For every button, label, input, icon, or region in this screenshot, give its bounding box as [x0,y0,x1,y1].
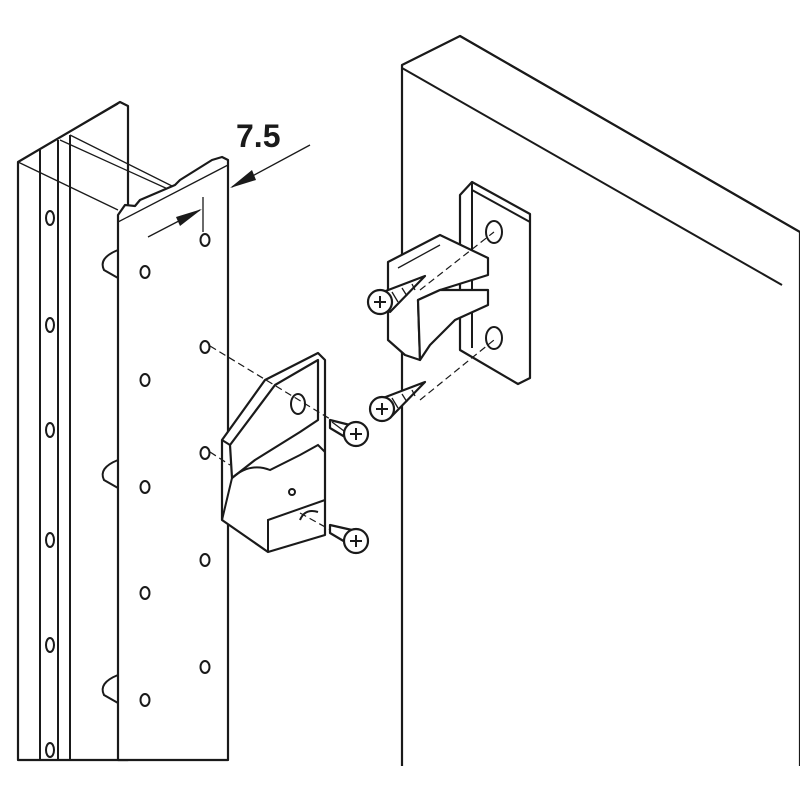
dimension-7-5 [147,144,311,238]
front-post [116,155,230,762]
front-post-holes [139,233,211,707]
alignment-lines [209,231,495,539]
rear-post-holes [45,210,119,758]
wood-screw-lower [368,380,427,423]
cabinet-panel [398,34,800,800]
screw-bracket-bottom [328,523,370,555]
wood-screw-upper [366,274,427,316]
dimension-label: 7.5 [236,118,281,154]
post-bracket [220,351,327,554]
screw-bracket-top [328,418,370,448]
